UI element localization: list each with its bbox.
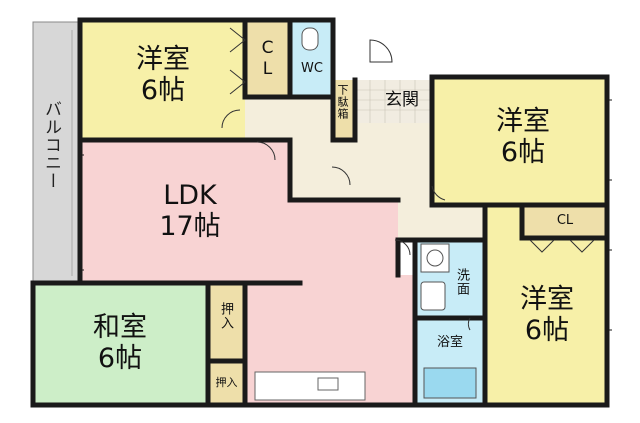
- western-room-se-label: 洋室 6帖: [502, 286, 592, 344]
- oshiire-2-floor: [208, 361, 245, 405]
- ldk-name: LDK: [163, 180, 217, 211]
- western-room-nw-name: 洋室: [136, 44, 190, 75]
- japanese-room-size: 6帖: [97, 343, 143, 374]
- closet-e-floor: [522, 205, 607, 238]
- western-room-nw-label: 洋室 6帖: [118, 46, 208, 104]
- entrance-tile-pattern: [355, 80, 432, 123]
- ldk-label: LDK 17帖: [140, 182, 240, 240]
- western-room-ne-floor: [432, 77, 607, 205]
- kitchen-counter: [254, 371, 366, 401]
- oshiire-1-floor: [208, 283, 245, 361]
- ldk-floor: [80, 140, 415, 405]
- bathroom-label: 浴室: [436, 335, 463, 350]
- washroom-label: 洗面: [454, 268, 469, 296]
- kitchen-sink: [317, 377, 339, 391]
- closet-nw-line2: L: [262, 59, 273, 79]
- washing-machine-drum: [426, 249, 444, 267]
- windows: [78, 99, 612, 331]
- entrance-floor: [355, 80, 432, 123]
- hall-floor: [245, 97, 485, 240]
- entrance-label: 玄関: [385, 90, 419, 110]
- japanese-room-name: 和室: [93, 312, 147, 343]
- closet-e-label: CL: [556, 213, 574, 228]
- balcony-label: バルコニー: [41, 100, 61, 190]
- shoe-box-label: 下駄箱: [336, 84, 349, 120]
- western-room-ne-size: 6帖: [500, 137, 546, 168]
- washing-machine-pan: [420, 243, 450, 273]
- bathtub: [423, 367, 477, 399]
- western-room-ne-name: 洋室: [496, 106, 550, 137]
- western-room-se-name: 洋室: [520, 284, 574, 315]
- door-swings: [221, 27, 595, 331]
- wash-basin: [420, 281, 446, 311]
- oshiire-1-label: 押入: [218, 302, 233, 330]
- ldk-size: 17帖: [159, 211, 221, 242]
- closet-nw-floor: [245, 20, 290, 97]
- japanese-room-label: 和室 6帖: [75, 314, 165, 372]
- shoe-box-floor: [333, 80, 355, 140]
- oshiire-2-label: 押入: [215, 376, 238, 389]
- closet-nw-label: C L: [255, 40, 280, 78]
- closet-nw-line1: C: [261, 38, 274, 58]
- wc-label: WC: [301, 61, 323, 76]
- japanese-room-floor: [33, 283, 208, 405]
- walls: [30, 17, 610, 408]
- western-room-nw-floor: [80, 20, 245, 140]
- western-room-ne-label: 洋室 6帖: [478, 108, 568, 166]
- toilet-fixture: [301, 27, 319, 51]
- western-room-nw-size: 6帖: [140, 75, 186, 106]
- western-room-se-size: 6帖: [524, 315, 570, 346]
